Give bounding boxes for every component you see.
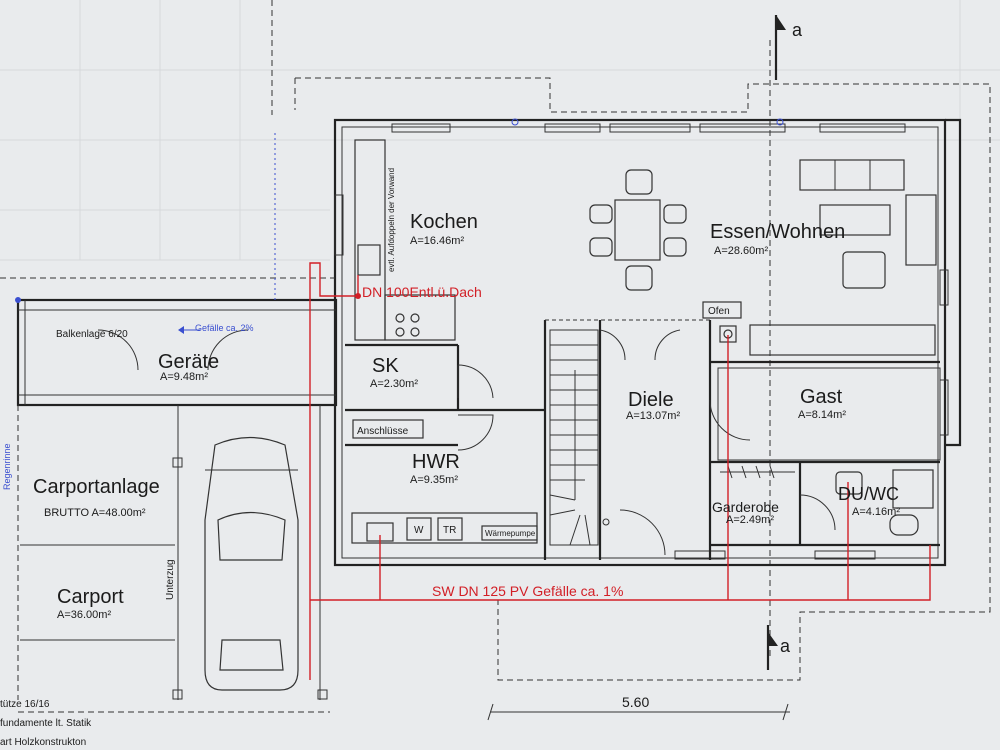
room-area-diele: A=13.07m² xyxy=(626,410,680,422)
dimension-line xyxy=(487,703,790,721)
dimension-label: 5.60 xyxy=(622,694,649,710)
car-outline xyxy=(204,436,299,691)
regenrinne-label: Regenrinne xyxy=(2,443,12,490)
holzkonstruktion-label: art Holzkonstrukton xyxy=(0,737,86,748)
section-label-bottom: a xyxy=(780,636,791,656)
room-area-garderobe: A=2.49m² xyxy=(726,514,774,526)
doors xyxy=(97,329,836,556)
exterior-walls xyxy=(333,118,962,567)
unterzug-label: Unterzug xyxy=(165,559,176,600)
anschluesse-label: Anschlüsse xyxy=(357,426,409,437)
ofen-label: Ofen xyxy=(708,306,730,317)
interior-walls xyxy=(345,319,941,560)
fundamente-label: fundamente lt. Statik xyxy=(0,718,92,729)
room-area-essen-wohnen: A=28.60m² xyxy=(714,245,768,257)
vorwand-label: evtl. Aufdoppeln der Vorwand xyxy=(387,168,396,272)
room-area-sk: A=2.30m² xyxy=(370,378,418,390)
room-area-du-wc: A=4.16m² xyxy=(852,506,900,518)
waermepumpe-label: Wärmepumpe xyxy=(485,529,536,538)
kitchen-fixtures xyxy=(352,139,456,439)
roof-overhang-outline xyxy=(271,0,991,681)
room-name-carport: Carport xyxy=(57,586,124,608)
dining-table-set xyxy=(589,169,687,291)
room-area-kochen: A=16.46m² xyxy=(410,235,464,247)
room-name-sk: SK xyxy=(372,355,399,377)
room-name-garderobe: Garderobe xyxy=(712,499,779,515)
carport-structure xyxy=(0,277,338,713)
section-label-top: a xyxy=(792,20,803,40)
room-name-gast: Gast xyxy=(800,386,843,408)
tr-label: TR xyxy=(443,525,456,536)
gefaelle-roof-label: Gefälle ca. 2% xyxy=(195,323,254,333)
room-name-du-wc: DU/WC xyxy=(838,484,899,504)
living-furniture xyxy=(749,159,937,356)
dn100-annotation: DN 100Entl.ü.Dach xyxy=(362,284,482,300)
room-area-hwr: A=9.35m² xyxy=(410,474,458,486)
room-area-carportanlage: BRUTTO A=48.00m² xyxy=(44,507,146,519)
bathroom-fixtures xyxy=(720,465,934,536)
room-name-kochen: Kochen xyxy=(410,211,478,233)
drain-pipes xyxy=(309,262,931,680)
room-name-geraete: Geräte xyxy=(158,351,219,373)
background-grid xyxy=(0,0,1000,261)
room-name-hwr: HWR xyxy=(412,451,460,473)
room-name-diele: Diele xyxy=(628,389,674,411)
stuetze-label: tütze 16/16 xyxy=(0,699,50,710)
room-area-gast: A=8.14m² xyxy=(798,409,846,421)
section-markers xyxy=(766,15,786,670)
room-name-essen-wohnen: Essen/Wohnen xyxy=(710,221,845,243)
w-label: W xyxy=(414,525,424,536)
top-windows xyxy=(334,123,949,560)
room-area-carport: A=36.00m² xyxy=(57,609,111,621)
room-area-geraete: A=9.48m² xyxy=(160,371,208,383)
balkenlage-label: Balkenlage 6/20 xyxy=(56,329,128,340)
staircase xyxy=(549,329,610,546)
sw-pipe-annotation: SW DN 125 PV Gefälle ca. 1% xyxy=(432,583,623,599)
room-name-carportanlage: Carportanlage xyxy=(33,476,160,498)
blue-marks xyxy=(15,118,784,334)
